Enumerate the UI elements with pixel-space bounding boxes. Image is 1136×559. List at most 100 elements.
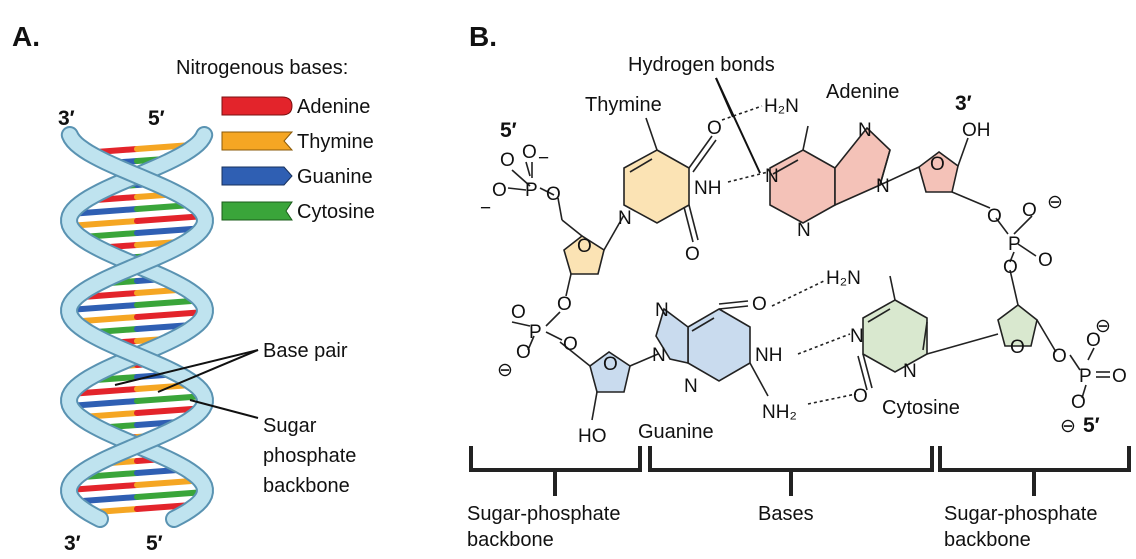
covalent-bonds [507, 117, 1110, 421]
atom-circled-minus: ⊖ [1060, 416, 1076, 437]
base-rung-left [71, 206, 140, 217]
atom-circled-minus: ⊖ [1095, 316, 1111, 337]
backbone-label-line-1: Sugar [263, 415, 317, 437]
atom-o: O [511, 302, 526, 323]
thymine-swatch [221, 131, 294, 151]
atom-h2n: H₂N [764, 96, 799, 117]
base-rung-right [134, 405, 202, 416]
backbone-label-line-3: backbone [263, 475, 350, 497]
base-rung-right [134, 393, 208, 404]
atom-h2n: H₂N [826, 268, 861, 289]
right-bracket-label-line-1: Sugar-phosphate [944, 503, 1097, 525]
base-pair-label: Base pair [263, 340, 348, 362]
left-bracket-label-line-1: Sugar-phosphate [467, 503, 620, 525]
panel-b-letter: B. [469, 21, 497, 52]
base-pair-callout [114, 349, 259, 393]
bottom-brackets [469, 446, 1131, 496]
base-rung-right [134, 225, 202, 236]
top-right-sugar-ring [918, 151, 959, 193]
atom-oh: OH [962, 120, 991, 141]
legend-label-adenine: Adenine [297, 96, 370, 118]
legend-item-adenine: Adenine [221, 96, 370, 118]
atom-o: O [987, 206, 1002, 227]
helix-strands [60, 126, 214, 528]
hydrogen-bonds-callout [715, 77, 761, 174]
atom-o: O [577, 236, 592, 257]
hydrogen-bonds-label: Hydrogen bonds [628, 54, 775, 76]
molecule-rings [563, 126, 1038, 393]
bottom-right-5-prime: 5′ [1083, 414, 1100, 437]
adenine-swatch [221, 96, 293, 116]
top-left-sugar-ring [563, 235, 605, 275]
cytosine-label: Cytosine [882, 397, 960, 419]
panel-a-letter: A. [12, 21, 40, 52]
atom-n: N [684, 376, 698, 397]
atom-o: O [1003, 257, 1018, 278]
atom-p: P [1008, 234, 1021, 255]
atom-p: P [525, 180, 538, 201]
base-rung-left [71, 386, 140, 397]
base-rung-right [134, 213, 208, 224]
atom-nh: NH [694, 178, 721, 199]
atom-o: O [1071, 392, 1086, 413]
middle-bracket-label: Bases [758, 503, 814, 525]
atom-o: O [522, 142, 537, 163]
atom-minus: − [538, 148, 549, 169]
top-right-3-prime: 3′ [955, 92, 972, 115]
legend-label-thymine: Thymine [297, 131, 374, 153]
bottom-left-sugar-ring [589, 351, 631, 393]
base-rung-right [134, 489, 207, 500]
atom-o: O [516, 342, 531, 363]
atom-o: O [1086, 330, 1101, 351]
thymine-ring [623, 149, 690, 224]
adenine-six-ring [769, 149, 836, 224]
helix-strand-2 [62, 128, 212, 526]
atom-n: N [797, 220, 811, 241]
atom-n: N [858, 120, 872, 141]
backbone-label-line-2: phosphate [263, 445, 356, 467]
legend-item-cytosine: Cytosine [221, 201, 375, 223]
atom-o: O [492, 180, 507, 201]
legend-title: Nitrogenous bases: [176, 57, 348, 79]
atom-o: O [1038, 250, 1053, 271]
atom-o: O [1112, 366, 1127, 387]
atom-n: N [903, 361, 917, 382]
atom-circled-minus: ⊖ [497, 360, 513, 381]
helix-top-left-end: 3′ [58, 107, 75, 130]
atom-o: O [1010, 337, 1025, 358]
adenine-label: Adenine [826, 81, 899, 103]
atom-o: O [1052, 346, 1067, 367]
atom-o: O [557, 294, 572, 315]
cytosine-swatch [221, 201, 293, 221]
helix-bottom-left-end: 3′ [64, 532, 81, 555]
atom-labels: O O − P O − O O N NH O O H₂N N N N N O O… [480, 96, 1127, 447]
atom-p: P [1079, 366, 1092, 387]
guanine-six-ring [687, 308, 751, 382]
atom-nh: NH [755, 345, 782, 366]
atom-o: O [707, 118, 722, 139]
guanine-label: Guanine [638, 421, 714, 443]
atom-minus: − [480, 198, 491, 219]
base-rung-left [67, 302, 140, 313]
legend: Adenine Thymine Guanine Cytosine [221, 96, 375, 223]
atom-o: O [853, 386, 868, 407]
base-rung-left [67, 482, 140, 493]
thymine-label: Thymine [585, 94, 662, 116]
atom-o: O [563, 334, 578, 355]
helix-bottom-right-end: 5′ [146, 532, 163, 555]
legend-item-thymine: Thymine [221, 131, 374, 153]
guanine-five-ring [655, 307, 689, 364]
atom-n: N [618, 208, 632, 229]
atom-n: N [850, 326, 864, 347]
legend-item-guanine: Guanine [221, 166, 373, 188]
right-bracket-label-line-2: backbone [944, 529, 1031, 551]
legend-label-guanine: Guanine [297, 166, 373, 188]
atom-n: N [765, 166, 779, 187]
guanine-swatch [221, 166, 293, 186]
atom-o: O [546, 184, 561, 205]
cytosine-ring [862, 299, 928, 373]
helix-strand-1 [62, 128, 212, 526]
atom-n: N [876, 176, 890, 197]
